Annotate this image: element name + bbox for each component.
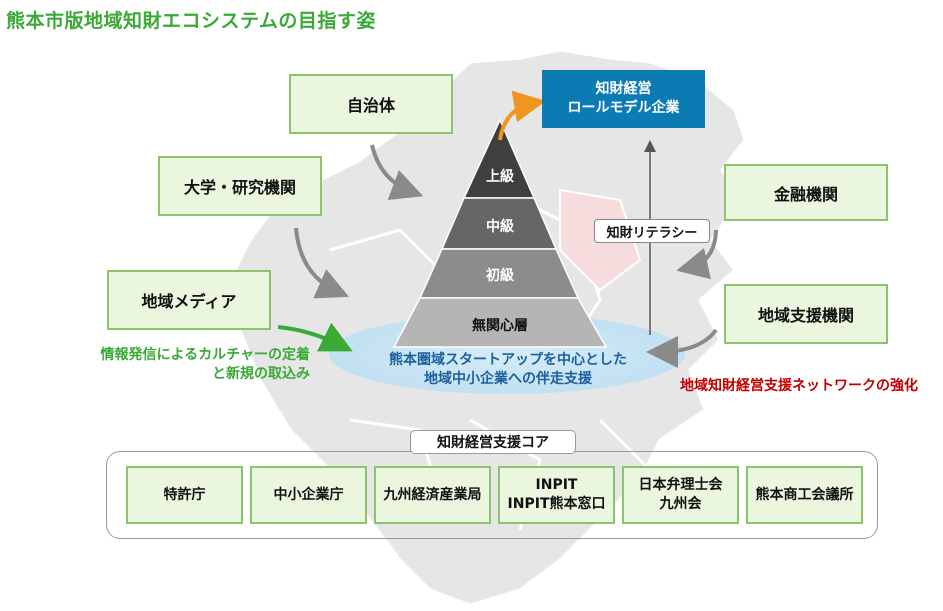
ellipse-caption-line1: 熊本圏域スタートアップを中心とした (389, 352, 627, 368)
pyramid-label-indifferent: 無関心層 (472, 318, 528, 334)
core-member-inpit-line1: INPIT (535, 477, 578, 493)
arrow-to-goal (498, 90, 546, 141)
arrow-municipality (370, 144, 424, 200)
goal-box-line2: ロールモデル企業 (567, 100, 680, 116)
core-member-jpaa-kyushu-line1: 日本弁理士会 (638, 477, 723, 493)
arrow-university (294, 227, 349, 299)
pyramid-tier-indifferent (392, 297, 608, 348)
page-title: 熊本市版地域知財エコシステムの目指す姿 (6, 10, 376, 32)
core-member-jpo-label: 特許庁 (163, 486, 206, 503)
core-member-jpaa-kyushu-line2: 九州会 (659, 496, 702, 512)
media-note-line1: 情報発信によるカルチャーの定着 (100, 347, 310, 363)
arrow-media (277, 322, 353, 352)
core-member-inpit-line2: INPIT熊本窓口 (507, 496, 606, 512)
core-member-kyushu-meti-label: 九州経済産業局 (383, 486, 482, 503)
core-member-jpaa-kyushu: 日本弁理士会 九州会 (622, 466, 739, 524)
media-note: 情報発信によるカルチャーの定着 と新規の取込み (70, 346, 310, 384)
arrow-regional-support (646, 328, 718, 368)
ellipse-caption-line2: 地域中小企業への伴走支援 (424, 371, 592, 387)
core-member-kumamoto-cci: 熊本商工会議所 (746, 466, 863, 524)
actor-regional-support: 地域支援機関 (724, 284, 888, 344)
core-member-sme-agency-label: 中小企業庁 (273, 486, 344, 503)
literacy-label: 知財リテラシー (594, 219, 710, 243)
actor-university: 大学・研究機関 (158, 156, 322, 216)
core-member-kumamoto-cci-label: 熊本商工会議所 (755, 486, 854, 503)
actor-media: 地域メディア (107, 270, 271, 330)
media-note-line2: と新規の取込み (212, 366, 310, 382)
core-member-inpit: INPIT INPIT熊本窓口 (498, 466, 615, 524)
core-label: 知財経営支援コア (410, 430, 576, 454)
goal-box: 知財経営 ロールモデル企業 (542, 70, 705, 128)
ellipse-caption: 熊本圏域スタートアップを中心とした 地域中小企業への伴走支援 (358, 351, 658, 389)
goal-box-line1: 知財経営 (595, 81, 652, 97)
core-member-jpo: 特許庁 (126, 466, 243, 524)
arrow-finance (676, 229, 718, 280)
actor-finance: 金融機関 (724, 164, 888, 221)
core-member-kyushu-meti: 九州経済産業局 (374, 466, 491, 524)
pyramid-label-beginner: 初級 (486, 268, 514, 284)
pyramid-label-intermediate: 中級 (486, 219, 514, 235)
core-member-sme-agency: 中小企業庁 (250, 466, 367, 524)
pyramid-label-advanced: 上級 (486, 169, 514, 185)
actor-municipality: 自治体 (289, 74, 453, 134)
network-note: 地域知財経営支援ネットワークの強化 (680, 378, 918, 394)
